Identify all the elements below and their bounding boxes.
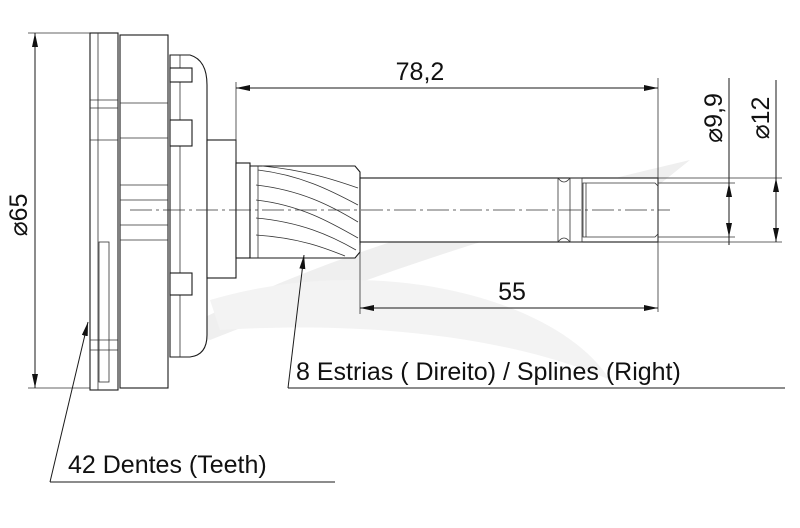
spline-gear: [249, 165, 361, 259]
hub: [206, 139, 251, 279]
housing-cover: [169, 54, 208, 358]
callout-label: 8 Estrias ( Direito) / Splines (Right): [296, 358, 681, 386]
gear-plate: [89, 32, 119, 391]
dimension-thread-diameter: ⌀9,9: [658, 78, 735, 245]
dimension-overall-diameter: ⌀65: [5, 32, 90, 389]
callout-teeth: 42 Dentes (Teeth): [49, 321, 335, 483]
housing-plate: [119, 34, 169, 389]
dimension-shaft-length: 78,2: [235, 58, 659, 312]
dimension-label: ⌀9,9: [700, 93, 728, 143]
dimension-spline-length: 55: [359, 245, 658, 314]
callout-label: 42 Dentes (Teeth): [68, 451, 267, 479]
dimension-shaft-diameter: ⌀12: [658, 80, 782, 243]
dimension-label: ⌀65: [5, 194, 33, 237]
callout-splines: 8 Estrias ( Direito) / Splines (Right): [287, 254, 785, 389]
dimension-label: 78,2: [396, 58, 445, 86]
dimension-label: ⌀12: [747, 97, 775, 140]
dimension-label: 55: [498, 278, 526, 306]
